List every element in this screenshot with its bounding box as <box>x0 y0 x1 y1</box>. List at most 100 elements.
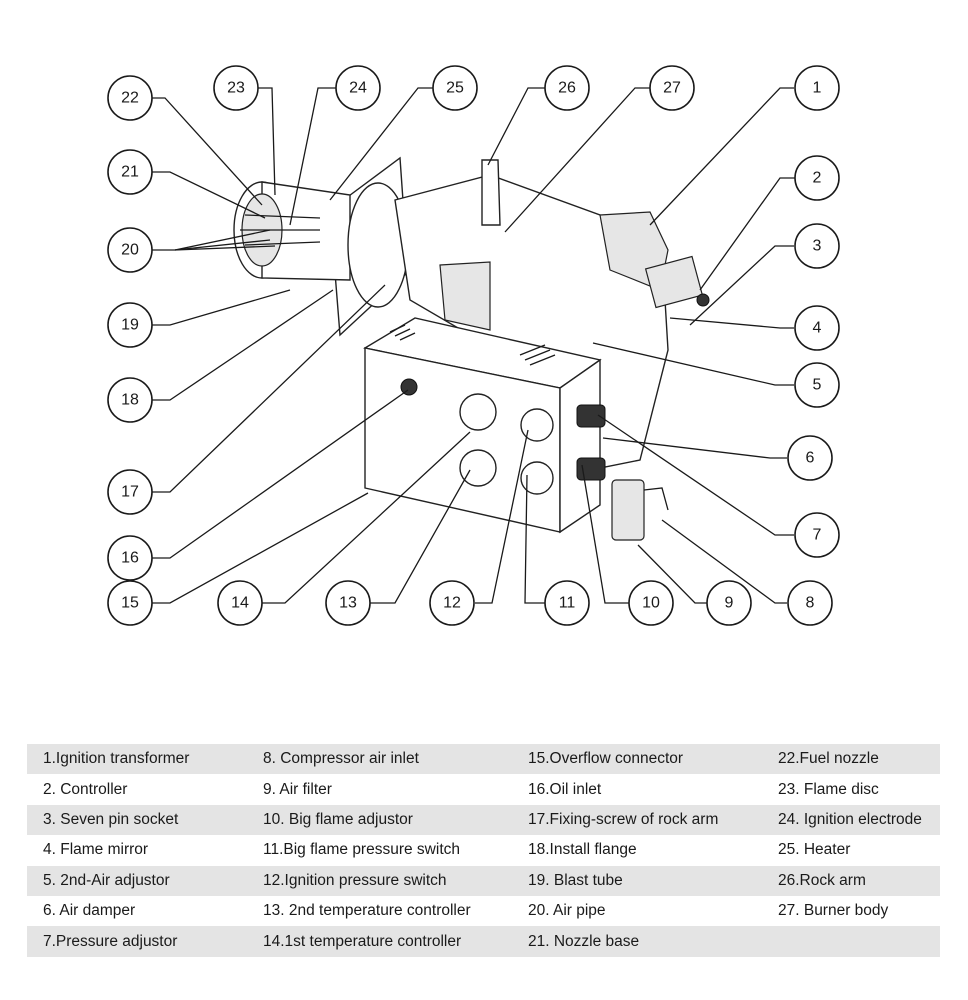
top-vents <box>389 324 556 366</box>
knob-2nd-temp <box>459 449 497 487</box>
legend-row: 6. Air damper 13. 2nd temperature contro… <box>27 896 940 926</box>
burner-exploded-diagram: 1 2 3 4 5 6 7 8 9 10 11 12 13 14 15 16 1… <box>107 65 840 626</box>
callout-24: 24 <box>335 65 381 111</box>
pressure-adjustor <box>576 404 606 428</box>
legend-row: 3. Seven pin socket 10. Big flame adjust… <box>27 804 940 836</box>
callout-10: 10 <box>628 580 674 626</box>
callout-22: 22 <box>107 75 153 121</box>
legend-cell: 17.Fixing-screw of rock arm <box>512 804 762 836</box>
air-filter <box>611 479 645 541</box>
callout-8: 8 <box>787 580 833 626</box>
callout-13: 13 <box>325 580 371 626</box>
callout-12: 12 <box>429 580 475 626</box>
callout-11: 11 <box>544 580 590 626</box>
callout-27: 27 <box>649 65 695 111</box>
air-intake <box>439 261 491 331</box>
rock-arm <box>481 159 501 226</box>
legend-cell: 19. Blast tube <box>512 865 762 896</box>
legend-row: 1.Ignition transformer 8. Compressor air… <box>27 744 940 775</box>
legend-cell: 13. 2nd temperature controller <box>263 902 471 920</box>
legend-cell: 14.1st temperature controller <box>247 926 512 957</box>
callout-23: 23 <box>213 65 259 111</box>
svg-text:11: 11 <box>559 595 576 612</box>
svg-text:26: 26 <box>558 80 576 97</box>
callout-1: 1 <box>794 65 840 111</box>
legend-row: 2. Controller 9. Air filter 16.Oil inlet… <box>27 774 940 804</box>
callout-19: 19 <box>107 302 153 348</box>
callout-3: 3 <box>794 223 840 269</box>
callout-15: 15 <box>107 580 153 626</box>
legend-cell: 10. Big flame adjustor <box>247 804 512 836</box>
air-filter-pipe <box>643 487 669 511</box>
controller-box <box>644 255 704 309</box>
legend-row: 5. 2nd-Air adjustor 12.Ignition pressure… <box>27 865 940 896</box>
leader-lines <box>152 87 795 604</box>
knob-1st-temp <box>459 393 497 431</box>
callout-17: 17 <box>107 469 153 515</box>
svg-text:14: 14 <box>231 595 249 612</box>
svg-text:17: 17 <box>121 484 139 501</box>
legend-cell: 8. Compressor air inlet <box>247 744 512 775</box>
callout-20: 20 <box>107 227 153 273</box>
legend-cell: 23. Flame disc <box>778 780 879 798</box>
control-box-side <box>559 358 601 534</box>
legend-cell: 26.Rock arm <box>762 865 940 896</box>
svg-text:21: 21 <box>121 164 139 181</box>
callout-9: 9 <box>706 580 752 626</box>
legend-cell: 20. Air pipe <box>528 902 606 920</box>
big-flame-adjustor <box>576 457 606 481</box>
svg-text:20: 20 <box>121 242 139 259</box>
callout-5: 5 <box>794 362 840 408</box>
legend-cell: 5. 2nd-Air adjustor <box>27 865 247 896</box>
legend-cell: 7.Pressure adjustor <box>27 926 247 957</box>
legend-cell: 12.Ignition pressure switch <box>247 865 512 896</box>
svg-text:16: 16 <box>121 550 139 567</box>
svg-text:19: 19 <box>121 317 139 334</box>
callout-7: 7 <box>794 512 840 558</box>
svg-text:6: 6 <box>806 450 815 467</box>
legend-cell: 6. Air damper <box>43 902 136 920</box>
svg-text:7: 7 <box>813 527 822 544</box>
svg-text:23: 23 <box>227 80 245 97</box>
legend-cell: 16.Oil inlet <box>528 780 602 798</box>
burner-illustration <box>233 156 710 541</box>
svg-text:8: 8 <box>806 595 815 612</box>
callouts: 1 2 3 4 5 6 7 8 9 10 11 12 13 14 15 16 1… <box>107 65 840 626</box>
legend-cell: 1.Ignition transformer <box>27 744 247 775</box>
callout-6: 6 <box>787 435 833 481</box>
callout-25: 25 <box>432 65 478 111</box>
legend-cell: 11.Big flame pressure switch <box>263 841 460 859</box>
oil-inlet <box>400 378 418 396</box>
legend-cell: 4. Flame mirror <box>43 841 149 859</box>
legend-row: 4. Flame mirror 11.Big flame pressure sw… <box>27 835 940 865</box>
svg-text:22: 22 <box>121 90 139 107</box>
callout-21: 21 <box>107 149 153 195</box>
legend-cell: 27. Burner body <box>778 902 889 920</box>
legend-row: 7.Pressure adjustor 14.1st temperature c… <box>27 926 940 957</box>
svg-text:9: 9 <box>725 595 734 612</box>
callout-4: 4 <box>794 305 840 351</box>
callout-18: 18 <box>107 377 153 423</box>
svg-text:27: 27 <box>663 80 681 97</box>
seven-pin-socket <box>696 293 710 307</box>
legend-cell <box>762 926 940 957</box>
svg-text:3: 3 <box>813 238 822 255</box>
svg-text:18: 18 <box>121 392 139 409</box>
callout-14: 14 <box>217 580 263 626</box>
svg-text:1: 1 <box>813 80 822 97</box>
legend-cell: 2. Controller <box>43 780 128 798</box>
legend-cell: 18.Install flange <box>528 841 637 859</box>
svg-text:25: 25 <box>446 80 464 97</box>
knob-big-flame-pressure <box>520 461 554 495</box>
legend-cell: 3. Seven pin socket <box>27 804 247 836</box>
legend-cell: 15.Overflow connector <box>512 744 762 775</box>
svg-text:24: 24 <box>349 80 367 97</box>
svg-text:4: 4 <box>813 320 822 337</box>
legend-cell: 24. Ignition electrode <box>762 804 940 836</box>
legend-cell: 21. Nozzle base <box>512 926 762 957</box>
svg-text:10: 10 <box>642 595 660 612</box>
svg-text:15: 15 <box>121 595 139 612</box>
legend-cell: 9. Air filter <box>263 780 332 798</box>
callout-26: 26 <box>544 65 590 111</box>
callout-16: 16 <box>107 535 153 581</box>
